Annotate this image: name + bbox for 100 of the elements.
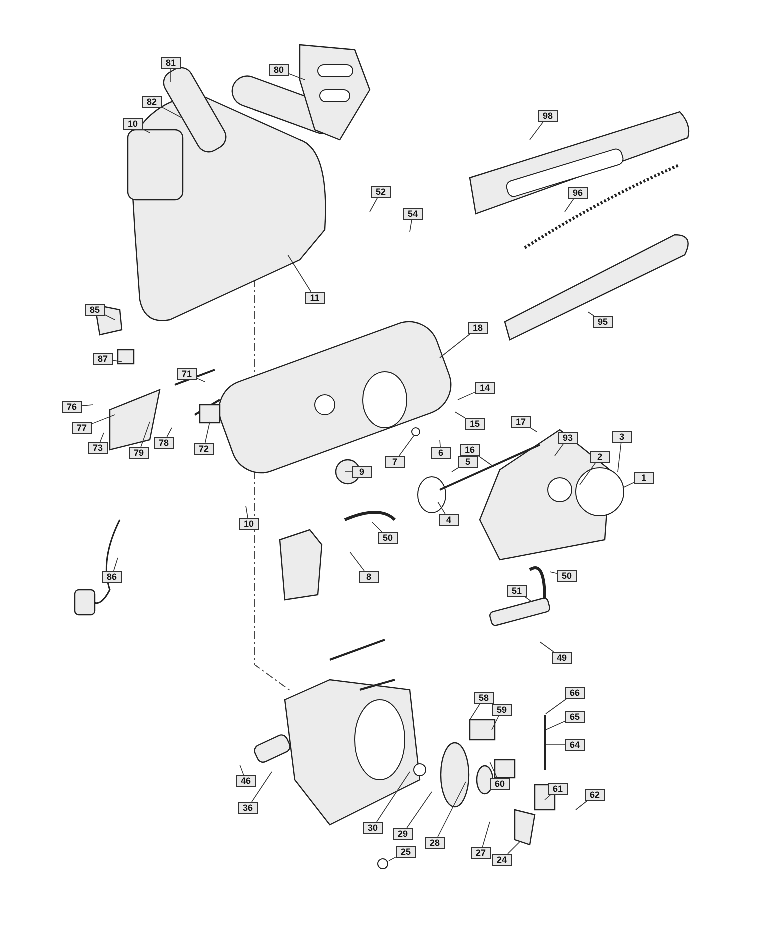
leader-line [454,412,466,418]
callout-number: 17 [511,416,531,428]
leader-line [524,596,532,602]
callout-number: 54 [403,208,423,220]
callout-number: 71 [177,368,197,380]
callout-number: 77 [72,422,92,434]
leader-line [438,502,446,514]
leader-line [388,856,396,862]
callout-number: 29 [393,828,413,840]
leader-line [104,314,116,320]
callout-number: 11 [305,292,325,304]
leader-line [530,428,538,432]
leader-line [246,506,248,518]
callout-number: 78 [154,437,174,449]
callout-number: 7 [385,456,405,468]
callout-number: 98 [538,110,558,122]
callout-number: 95 [593,316,613,328]
leader-line [546,744,566,746]
callout-number: 96 [568,187,588,199]
leader-line [142,128,150,134]
leader-line [406,792,432,828]
callout-number: 52 [371,186,391,198]
callout-number: 51 [507,585,527,597]
leader-line [370,198,378,212]
callout-number: 93 [558,432,578,444]
callout-number: 49 [552,652,572,664]
leader-line [440,440,441,448]
leader-line [564,198,574,212]
leader-line [452,468,459,472]
callout-number: 64 [565,739,585,751]
leader-line [618,442,622,472]
leader-line [440,334,471,358]
leader-line [204,422,210,444]
callout-number: 79 [129,447,149,459]
callout-number: 80 [269,64,289,76]
leader-line [196,378,206,382]
leader-line [550,572,558,574]
callout-number: 82 [142,96,162,108]
leader-line [376,772,410,822]
leader-line [576,800,588,810]
callout-number: 2 [590,451,610,463]
callout-number: 8 [359,571,379,583]
leader-line [252,772,272,802]
leader-line [166,428,172,438]
callout-number: 5 [458,456,478,468]
callout-number: 50 [557,570,577,582]
callout-number: 66 [565,687,585,699]
leader-line [546,721,566,730]
callout-number: 16 [460,444,480,456]
leader-line [100,432,104,442]
callout-number: 85 [85,304,105,316]
callout-number: 6 [431,447,451,459]
leader-line [540,642,554,652]
leader-line [482,822,490,848]
leader-line [622,482,634,488]
leader-line [554,444,564,456]
callout-number: 46 [236,775,256,787]
callout-number: 76 [62,401,82,413]
leader-line [458,392,476,400]
leader-line [288,254,312,292]
callout-number: 50 [378,532,398,544]
leader-line [162,106,182,118]
callout-number: 24 [492,854,512,866]
leader-line [398,436,414,456]
callout-number: 18 [468,322,488,334]
leader-line [470,704,481,720]
leader-line [92,414,116,424]
leader-line [438,782,466,838]
leader-line [112,360,122,362]
leader-line [350,552,365,572]
leader-line [508,842,520,854]
leader-line [492,716,500,730]
callout-number: 87 [93,353,113,365]
leader-line [580,462,596,486]
leader-line [82,404,94,406]
callout-number: 14 [475,382,495,394]
callout-number: 1 [634,472,654,484]
callout-number: 65 [565,711,585,723]
callout-number: 3 [612,431,632,443]
callout-number: 72 [194,443,214,455]
leader-line [372,522,382,532]
callout-number: 81 [161,57,181,69]
leader-line [288,73,306,80]
leader-line [140,422,150,448]
callout-number: 27 [471,847,491,859]
leader-line [240,764,244,776]
callout-number: 15 [465,418,485,430]
callout-number: 58 [474,692,494,704]
leader-line [170,68,172,82]
callout-number: 30 [363,822,383,834]
callout-number: 25 [396,846,416,858]
callout-number: 36 [238,802,258,814]
callout-number: 59 [492,704,512,716]
leader-line [530,122,544,140]
leader-line [410,220,412,232]
callout-number: 86 [102,571,122,583]
leader-line [490,762,498,778]
callout-number: 62 [585,789,605,801]
leader-line [546,698,568,714]
callout-number: 4 [439,514,459,526]
